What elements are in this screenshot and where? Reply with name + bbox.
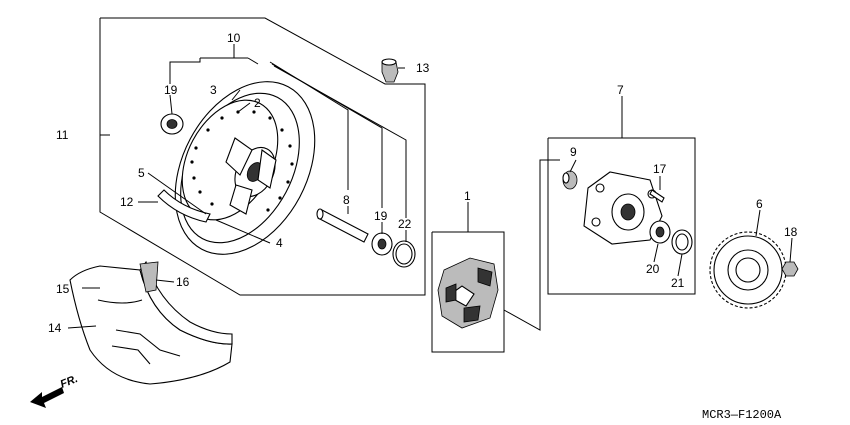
flange-collar — [562, 170, 578, 190]
callout-8: 8 — [343, 193, 350, 207]
callout-19-left: 19 — [164, 83, 178, 97]
flange-stud — [649, 189, 665, 203]
callout-3: 3 — [210, 83, 217, 97]
balance-weight — [157, 189, 211, 223]
rear-wheel — [174, 81, 316, 255]
final-driven-sprocket — [709, 231, 787, 309]
callout-20: 20 — [646, 262, 660, 276]
callout-7: 7 — [617, 83, 624, 97]
callout-2: 2 — [254, 96, 261, 110]
brake-disc-holes — [190, 110, 294, 212]
callout-1: 1 — [464, 189, 471, 203]
driven-flange — [583, 171, 663, 245]
front-direction-arrow — [30, 387, 64, 408]
callout-22: 22 — [398, 217, 412, 231]
oil-seal — [671, 229, 693, 255]
bearing-left — [160, 113, 184, 135]
callout-4: 4 — [276, 236, 283, 250]
tire-valve — [381, 58, 399, 83]
callout-15: 15 — [56, 282, 70, 296]
callout-13: 13 — [416, 61, 430, 75]
wheel-damper — [437, 257, 499, 329]
callout-21: 21 — [671, 276, 685, 290]
callout-18: 18 — [784, 225, 798, 239]
callout-16: 16 — [176, 275, 190, 289]
sprocket-nut — [781, 261, 799, 277]
axle-collar — [316, 208, 369, 243]
callout-11: 11 — [56, 128, 69, 142]
flange-bearing — [649, 220, 671, 244]
callout-6: 6 — [756, 197, 763, 211]
callout-12: 12 — [120, 195, 134, 209]
direction-label: FR. — [59, 373, 80, 391]
diagram-code: MCR3—F1200A — [702, 408, 782, 422]
o-ring — [392, 240, 416, 268]
callout-19-right: 19 — [374, 209, 388, 223]
callout-5: 5 — [138, 166, 145, 180]
rear-hugger — [69, 260, 233, 385]
callout-17: 17 — [653, 162, 667, 176]
wheel-group-outline — [99, 17, 426, 296]
flange-box — [547, 137, 696, 295]
hugger-rubber — [139, 261, 159, 293]
callout-10: 10 — [227, 31, 241, 45]
leader-lines — [67, 44, 793, 331]
callout-14: 14 — [48, 321, 62, 335]
callout-9: 9 — [570, 145, 577, 159]
damper-box — [431, 231, 505, 353]
bearing-right — [371, 232, 393, 256]
